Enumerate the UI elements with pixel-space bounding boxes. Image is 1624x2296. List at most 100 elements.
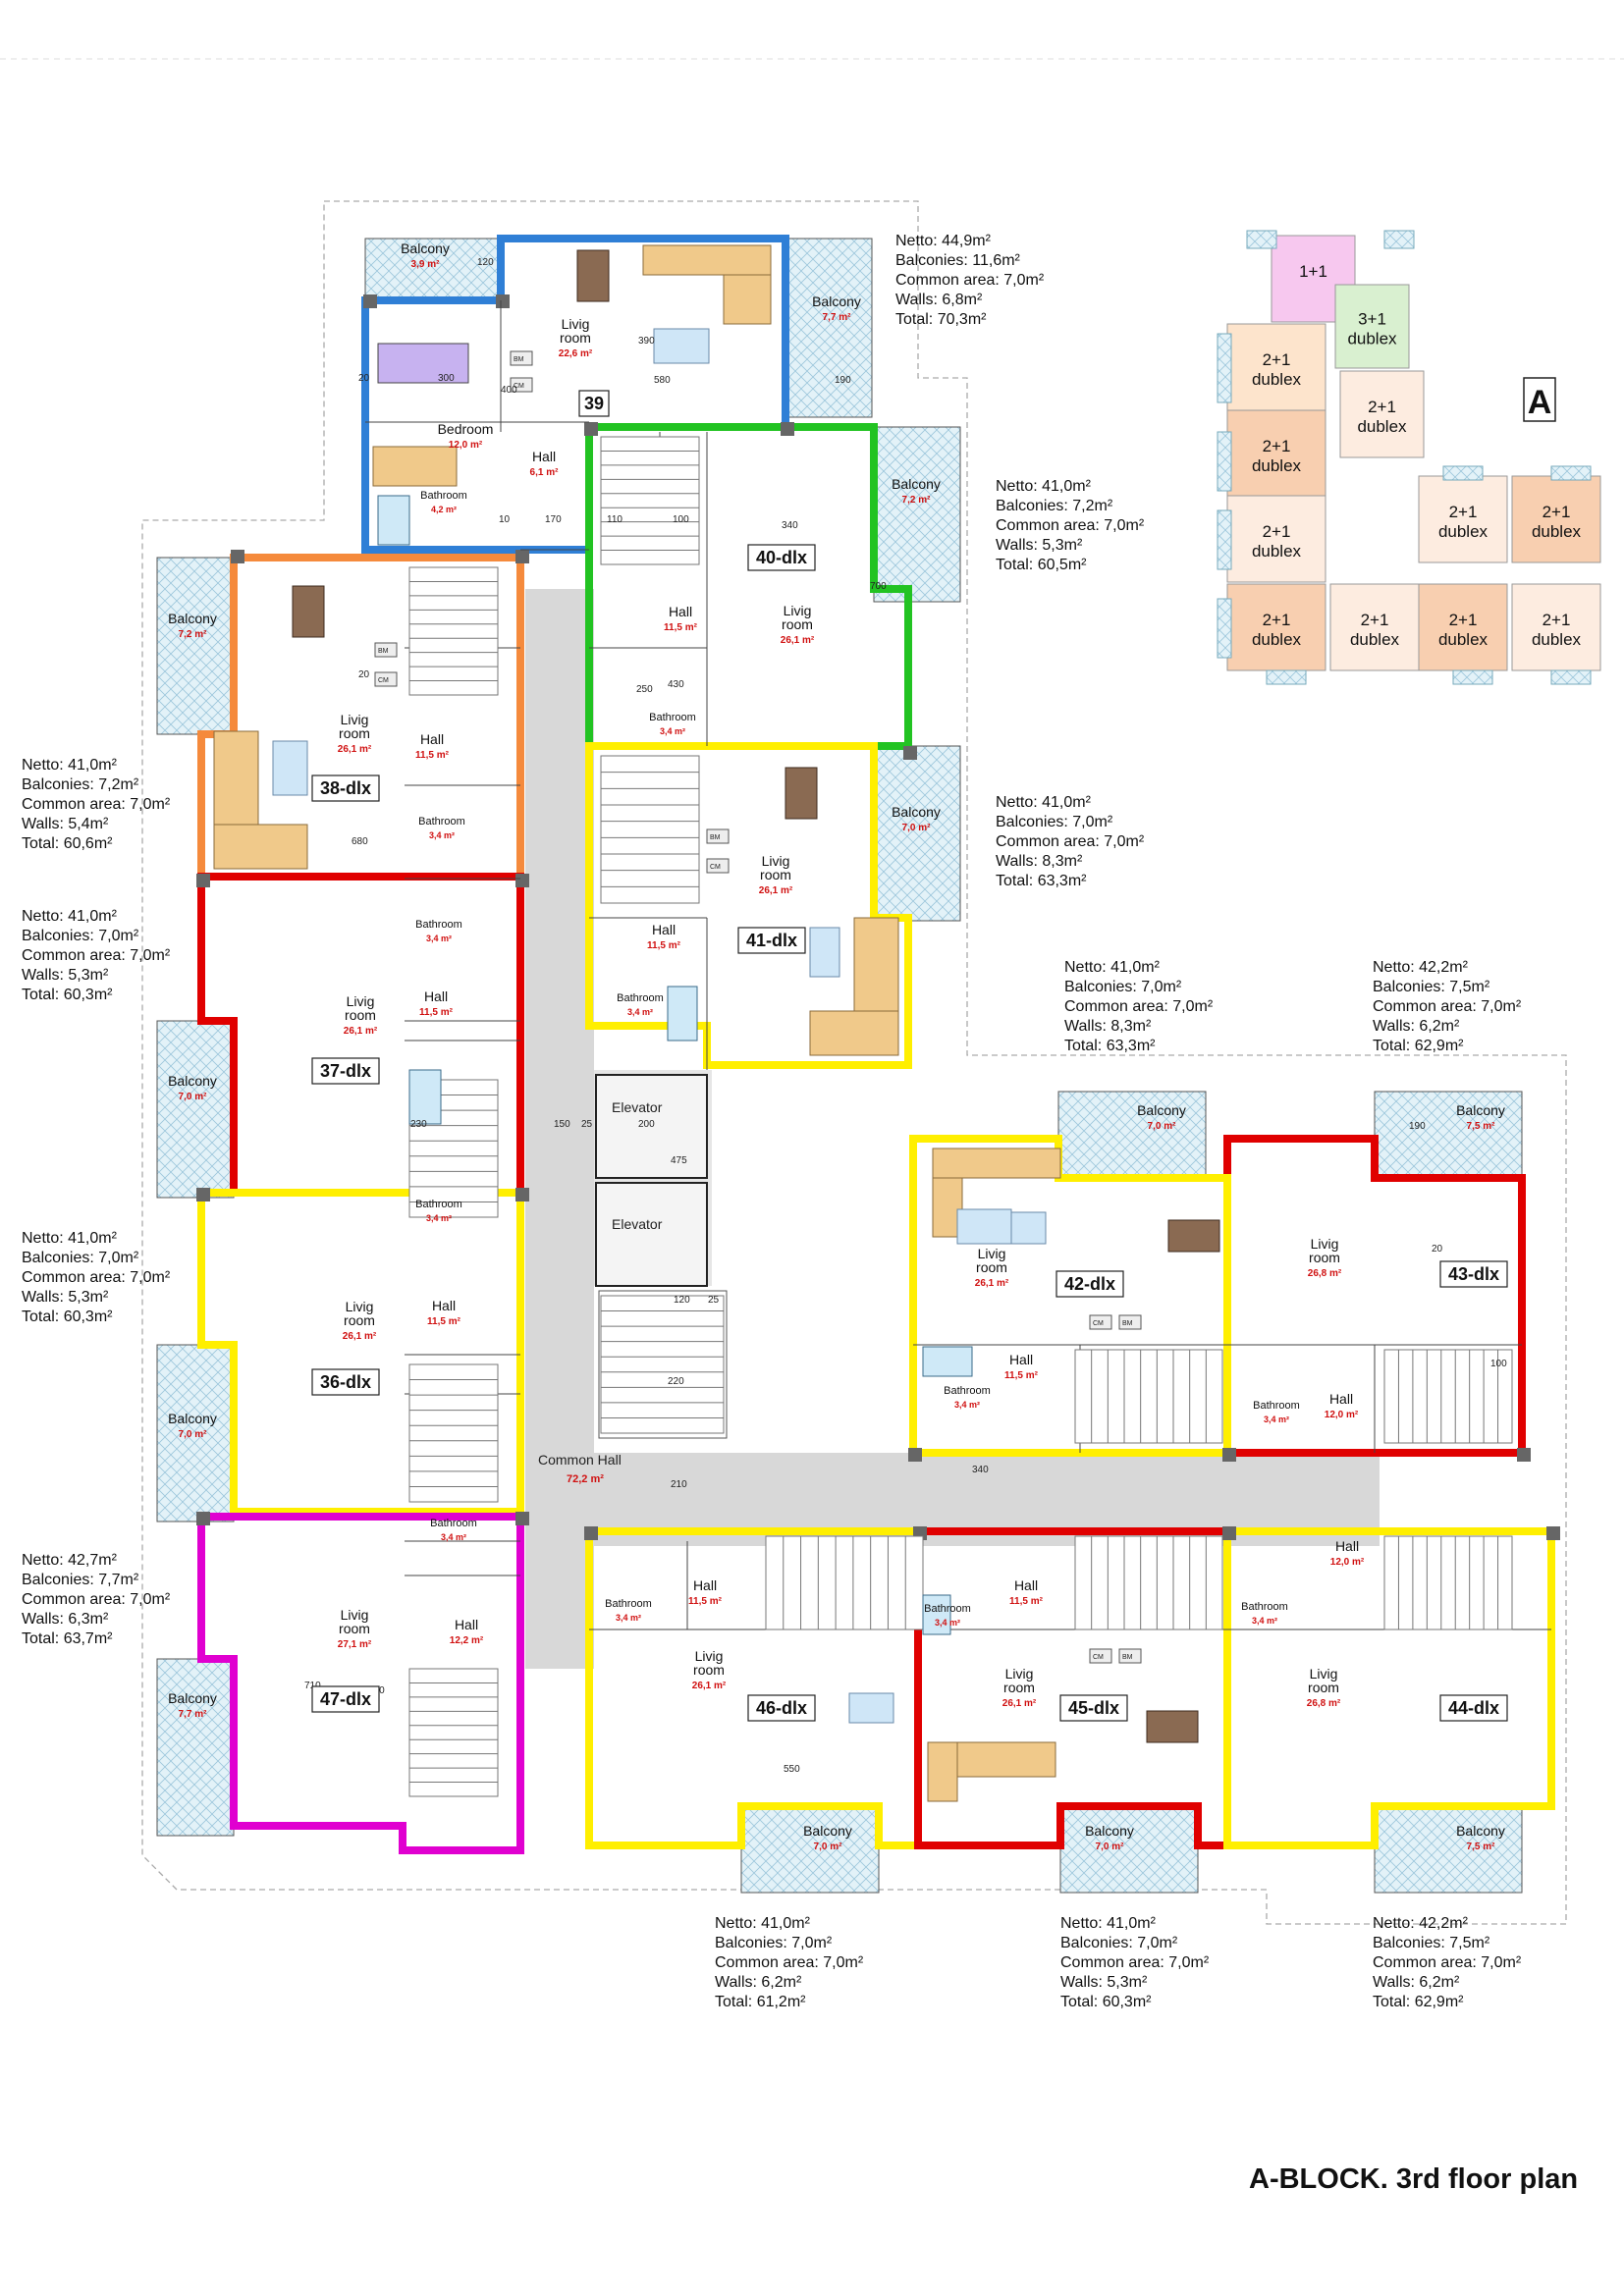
room-area: 26,8 m² bbox=[1308, 1268, 1342, 1279]
coffee-table bbox=[956, 1208, 1012, 1245]
room-area: 7,0 m² bbox=[1148, 1121, 1177, 1132]
room-name: Hall bbox=[420, 731, 444, 747]
dimension-label: 340 bbox=[972, 1465, 989, 1475]
appliance-label: CM bbox=[1093, 1320, 1104, 1327]
dimension-label: 220 bbox=[668, 1376, 684, 1387]
key-unit-type: 2+1 bbox=[1449, 611, 1478, 629]
room-area: 7,7 m² bbox=[823, 312, 852, 323]
common-area: Common area: 7,0m² bbox=[22, 947, 171, 964]
room-name: room bbox=[1309, 1250, 1340, 1265]
room-name: Balcony bbox=[892, 804, 941, 820]
coffee-table bbox=[848, 1692, 894, 1724]
apartment-id: 47-dlx bbox=[320, 1689, 371, 1709]
dining-table bbox=[292, 585, 325, 638]
stair-flight bbox=[408, 1363, 499, 1503]
column bbox=[1222, 1448, 1236, 1462]
room-area: 22,6 m² bbox=[559, 348, 593, 359]
room-name: Bathroom bbox=[924, 1603, 971, 1615]
apartment-id: 45-dlx bbox=[1068, 1698, 1119, 1718]
dimension-label: 550 bbox=[784, 1764, 800, 1775]
room-area: 26,1 m² bbox=[338, 744, 372, 755]
column bbox=[196, 874, 210, 887]
key-unit-subtype: dublex bbox=[1532, 522, 1582, 541]
room-area: 26,1 m² bbox=[344, 1026, 378, 1037]
key-balcony bbox=[1452, 669, 1493, 685]
balcony-tile bbox=[1057, 1091, 1207, 1179]
total: Total: 63,3m² bbox=[996, 873, 1087, 889]
dimension-label: 150 bbox=[554, 1119, 570, 1130]
room-name: Bathroom bbox=[617, 992, 664, 1004]
room-name: room bbox=[1003, 1680, 1035, 1695]
key-unit-type: 2+1 bbox=[1361, 611, 1389, 629]
key-unit-type: 2+1 bbox=[1543, 503, 1571, 521]
total: Total: 62,9m² bbox=[1373, 1994, 1464, 2010]
room-area: 11,5 m² bbox=[664, 622, 698, 633]
key-balcony bbox=[1246, 230, 1277, 249]
room-area: 3,4 m² bbox=[441, 1532, 466, 1542]
room-name: Hall bbox=[455, 1617, 478, 1632]
apartment-walls bbox=[196, 235, 1560, 1854]
room-area: 4,2 m² bbox=[431, 505, 457, 514]
stair-flight bbox=[1074, 1349, 1223, 1444]
block-letter: A bbox=[1528, 384, 1552, 421]
sofa bbox=[927, 1741, 958, 1802]
room-area: 3,4 m² bbox=[1264, 1415, 1289, 1424]
apartment-id: 43-dlx bbox=[1448, 1264, 1499, 1284]
key-unit-subtype: dublex bbox=[1252, 370, 1302, 389]
room-name: Hall bbox=[652, 922, 676, 937]
appliance-box bbox=[1118, 1314, 1142, 1330]
room-area: 7,0 m² bbox=[179, 1092, 208, 1102]
netto: Netto: 41,0m² bbox=[22, 757, 117, 774]
balcony-tile bbox=[785, 238, 873, 418]
key-unit-subtype: dublex bbox=[1252, 456, 1302, 475]
apartment-id: 39 bbox=[584, 394, 604, 413]
key-unit bbox=[1329, 583, 1420, 671]
plan-title: A-BLOCK. 3rd floor plan bbox=[1249, 2163, 1579, 2195]
walls: Walls: 5,4m² bbox=[22, 816, 109, 832]
room-name: Hall bbox=[1009, 1352, 1033, 1367]
room-name: Balcony bbox=[168, 1690, 217, 1706]
netto: Netto: 41,0m² bbox=[996, 478, 1091, 495]
stats-apt-46: Netto: 41,0m² Balconies: 7,0m² Common ar… bbox=[715, 1914, 863, 2012]
key-unit-type: 2+1 bbox=[1543, 611, 1571, 629]
key-unit bbox=[1418, 475, 1508, 563]
balconies: Balconies: 7,5m² bbox=[1373, 979, 1490, 995]
room-area: 26,1 m² bbox=[343, 1331, 377, 1342]
room-name: Livig bbox=[341, 712, 369, 727]
room-area: 7,7 m² bbox=[179, 1709, 208, 1720]
appliance-box bbox=[510, 377, 533, 393]
dimension-label: 190 bbox=[835, 375, 851, 386]
apartment-id: 37-dlx bbox=[320, 1061, 371, 1081]
stair-flight bbox=[765, 1535, 924, 1630]
balconies: Balconies: 7,0m² bbox=[996, 814, 1113, 830]
key-unit bbox=[1511, 583, 1601, 671]
dimension-label: 200 bbox=[638, 1119, 655, 1130]
walls: Walls: 5,3m² bbox=[996, 537, 1083, 554]
appliance-label: CM bbox=[710, 864, 721, 871]
appliance-box bbox=[1089, 1648, 1112, 1664]
balconies: Balconies: 7,7m² bbox=[22, 1572, 139, 1588]
appliance-box bbox=[1089, 1314, 1112, 1330]
column bbox=[196, 1512, 210, 1525]
room-name: Balcony bbox=[1456, 1102, 1505, 1118]
key-unit-subtype: dublex bbox=[1252, 542, 1302, 561]
netto: Netto: 41,0m² bbox=[22, 1230, 117, 1247]
room-area: 26,1 m² bbox=[692, 1681, 727, 1691]
room-name: Hall bbox=[669, 604, 692, 619]
balcony-tile bbox=[1059, 1805, 1199, 1894]
room-area: 12,0 m² bbox=[1325, 1410, 1359, 1420]
room-name: room bbox=[560, 330, 591, 346]
room-name: Livig bbox=[978, 1246, 1006, 1261]
common-area: Common area: 7,0m² bbox=[996, 517, 1145, 534]
dimension-label: 20 bbox=[358, 373, 370, 384]
balconies bbox=[156, 238, 1523, 1894]
walls: Walls: 8,3m² bbox=[996, 853, 1083, 870]
netto: Netto: 42,2m² bbox=[1373, 1915, 1468, 1932]
room-name: Bathroom bbox=[649, 712, 696, 723]
dining-table bbox=[576, 249, 610, 302]
room-area: 7,5 m² bbox=[1467, 1121, 1496, 1132]
dining-table bbox=[1146, 1710, 1199, 1743]
key-unit bbox=[1226, 583, 1326, 671]
room-area: 3,4 m² bbox=[616, 1613, 641, 1623]
